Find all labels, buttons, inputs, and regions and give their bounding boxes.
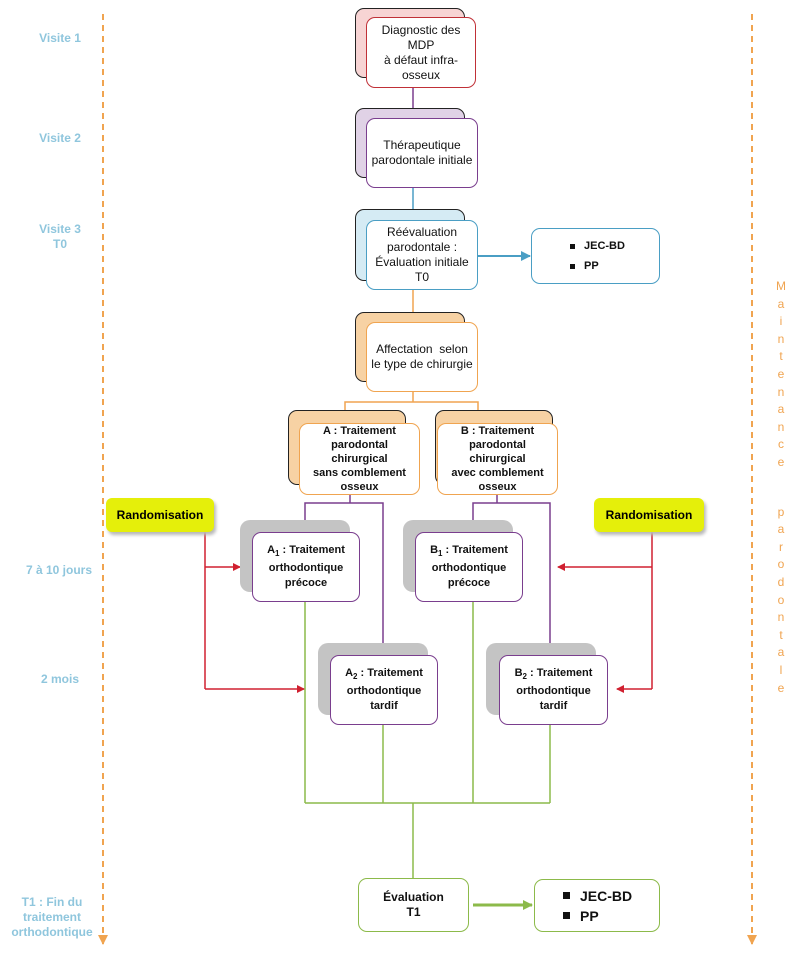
criteria-t0-item-2: PP bbox=[570, 256, 625, 276]
group-a-line-3: sans comblement bbox=[313, 467, 406, 479]
a1-line-2: orthodontique bbox=[268, 562, 344, 575]
group-a-box: A : Traitement parodontal chirurgical sa… bbox=[299, 423, 420, 495]
b1-line-1: B1 : Traitement bbox=[430, 543, 508, 559]
reevaluation-line-2: parodontale : bbox=[386, 240, 458, 254]
label-7-10-jours: 7 à 10 jours bbox=[25, 563, 93, 577]
a2-line-3: tardif bbox=[370, 700, 398, 713]
criteria-t1-box: JEC-BD PP bbox=[534, 879, 660, 932]
diagnostic-box: Diagnostic des MDP à défaut infra- osseu… bbox=[366, 17, 476, 88]
criteria-t1-item-1: JEC-BD bbox=[563, 886, 632, 906]
group-a-line-2: parodontal chirurgical bbox=[331, 439, 388, 465]
b1-line-3: précoce bbox=[447, 577, 491, 590]
label-t1: T1 : Fin du traitement orthodontique bbox=[2, 895, 102, 940]
therapeutique-line-1: Thérapeutique bbox=[383, 138, 461, 152]
reevaluation-line-1: Réévaluation bbox=[386, 225, 458, 239]
group-b-line-1: B : Traitement bbox=[460, 425, 535, 437]
group-b-line-2: parodontal chirurgical bbox=[469, 439, 526, 465]
randomisation-right-arrows bbox=[557, 530, 653, 693]
reevaluation-box: Réévaluation parodontale : Évaluation in… bbox=[366, 220, 478, 290]
criteria-t1-item-2: PP bbox=[563, 906, 632, 926]
diagnostic-line-1: Diagnostic des MDP bbox=[381, 22, 461, 52]
group-a-line-1: A : Traitement bbox=[323, 425, 396, 437]
randomisation-left-arrows bbox=[204, 530, 305, 693]
b2-box: B2 : Traitement orthodontique tardif bbox=[499, 655, 608, 725]
randomisation-right-label: Randomisation bbox=[594, 498, 704, 532]
therapeutique-line-2: parodontale initiale bbox=[371, 153, 473, 167]
label-visite-3: Visite 3 T0 bbox=[20, 222, 100, 252]
a1-line-1: A1 : Traitement bbox=[267, 543, 345, 559]
criteria-t0-item-1: JEC-BD bbox=[570, 236, 625, 256]
label-t1-line-2: traitement bbox=[22, 910, 81, 924]
affectation-box: Affectation selon le type de chirurgie bbox=[366, 322, 478, 392]
connector-affectation-split bbox=[344, 401, 479, 410]
affectation-line-1: Affectation selon bbox=[376, 342, 468, 356]
group-b-line-3: avec comblement bbox=[451, 467, 544, 479]
label-2-mois: 2 mois bbox=[40, 672, 79, 686]
a2-box: A2 : Traitement orthodontique tardif bbox=[330, 655, 438, 725]
therapeutique-box: Thérapeutique parodontale initiale bbox=[366, 118, 478, 188]
group-b-box: B : Traitement parodontal chirurgical av… bbox=[437, 423, 558, 495]
criteria-t0-box: JEC-BD PP bbox=[531, 228, 660, 284]
label-visite-3-text: Visite 3 bbox=[39, 222, 81, 236]
evaluation-t1-box: Évaluation T1 bbox=[358, 878, 469, 932]
b1-box: B1 : Traitement orthodontique précoce bbox=[415, 532, 523, 602]
evaluation-line-1: Évaluation bbox=[383, 890, 444, 904]
label-t1-line-3: orthodontique bbox=[11, 925, 93, 939]
label-visite-1: Visite 1 bbox=[39, 31, 81, 45]
affectation-line-2: le type de chirurgie bbox=[371, 357, 473, 371]
diagnostic-line-2: à défaut infra- bbox=[383, 52, 459, 67]
label-t1-line-1: T1 : Fin du bbox=[21, 895, 83, 909]
reevaluation-line-4: T0 bbox=[414, 270, 429, 284]
randomisation-left-label: Randomisation bbox=[106, 498, 214, 532]
a2-line-2: orthodontique bbox=[346, 685, 422, 698]
a1-box: A1 : Traitement orthodontique précoce bbox=[252, 532, 360, 602]
b2-line-3: tardif bbox=[539, 700, 568, 713]
group-a-line-4: osseux bbox=[340, 481, 379, 493]
a1-line-3: précoce bbox=[284, 577, 328, 590]
reevaluation-line-3: Évaluation initiale bbox=[375, 255, 469, 269]
label-t0: T0 bbox=[52, 237, 67, 251]
b1-line-2: orthodontique bbox=[431, 562, 507, 575]
label-visite-2: Visite 2 bbox=[39, 131, 81, 145]
connector-merge-green bbox=[304, 602, 551, 878]
a2-line-1: A2 : Traitement bbox=[345, 666, 423, 682]
evaluation-line-2: T1 bbox=[406, 905, 421, 919]
group-b-line-4: osseux bbox=[478, 481, 517, 493]
b2-line-2: orthodontique bbox=[516, 685, 591, 698]
connector-b-branches bbox=[472, 502, 551, 650]
diagnostic-line-3: osseux bbox=[401, 67, 441, 82]
connector-a-branches bbox=[304, 502, 384, 650]
b2-line-1: B2 : Traitement bbox=[514, 666, 593, 682]
